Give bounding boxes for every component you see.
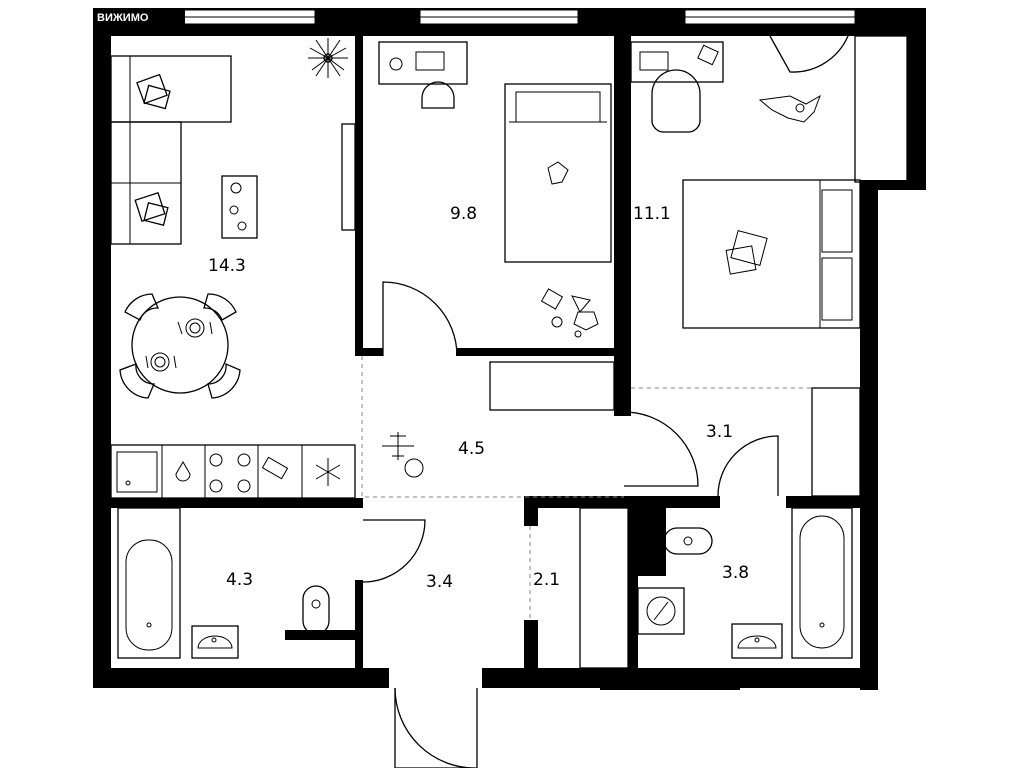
- area-label-living: 14.3: [208, 256, 246, 276]
- watermark-text: ВИЖИМО: [97, 12, 149, 24]
- room-labels: 14.3 9.8 11.1 4.5 3.1 4.3 3.4 2.1 3.8: [208, 204, 749, 592]
- coffee-table: [221, 175, 258, 239]
- area-label-bedroom-large: 11.1: [633, 204, 671, 224]
- desk-small-bedroom: [378, 41, 468, 109]
- wardrobe-corridor: [811, 387, 861, 497]
- sink-left: [191, 625, 239, 659]
- toilet-left: [302, 585, 330, 635]
- area-label-hall: 4.5: [458, 439, 485, 459]
- toys: [540, 288, 599, 338]
- plant-icon: [308, 38, 348, 78]
- bed-small: [504, 83, 612, 263]
- balcony: [769, 35, 908, 183]
- area-label-bathroom-right: 3.8: [722, 563, 749, 583]
- bathtub-left: [117, 507, 181, 659]
- dining-table: [119, 293, 241, 399]
- area-label-entrance: 3.4: [426, 572, 453, 592]
- desk-large-bedroom: [630, 41, 724, 133]
- windows: [154, 9, 856, 25]
- kitchen-counter: [110, 444, 356, 499]
- dog-icon: [758, 94, 821, 123]
- tv-stand: [341, 123, 356, 231]
- bed-large: [682, 179, 861, 329]
- area-label-bedroom-small: 9.8: [450, 204, 477, 224]
- toilet-right: [663, 527, 713, 555]
- toy-plane: [382, 432, 424, 478]
- wardrobe-hall: [489, 361, 615, 411]
- sofa: [110, 55, 232, 245]
- sink-right: [731, 623, 783, 659]
- area-label-bathroom-left: 4.3: [226, 570, 253, 590]
- bathtub-right: [791, 507, 853, 659]
- closet-shelves: [579, 507, 629, 669]
- area-label-corridor: 3.1: [706, 422, 733, 442]
- washing-machine: [637, 587, 685, 635]
- area-label-closet: 2.1: [533, 570, 560, 590]
- walls: [93, 8, 926, 690]
